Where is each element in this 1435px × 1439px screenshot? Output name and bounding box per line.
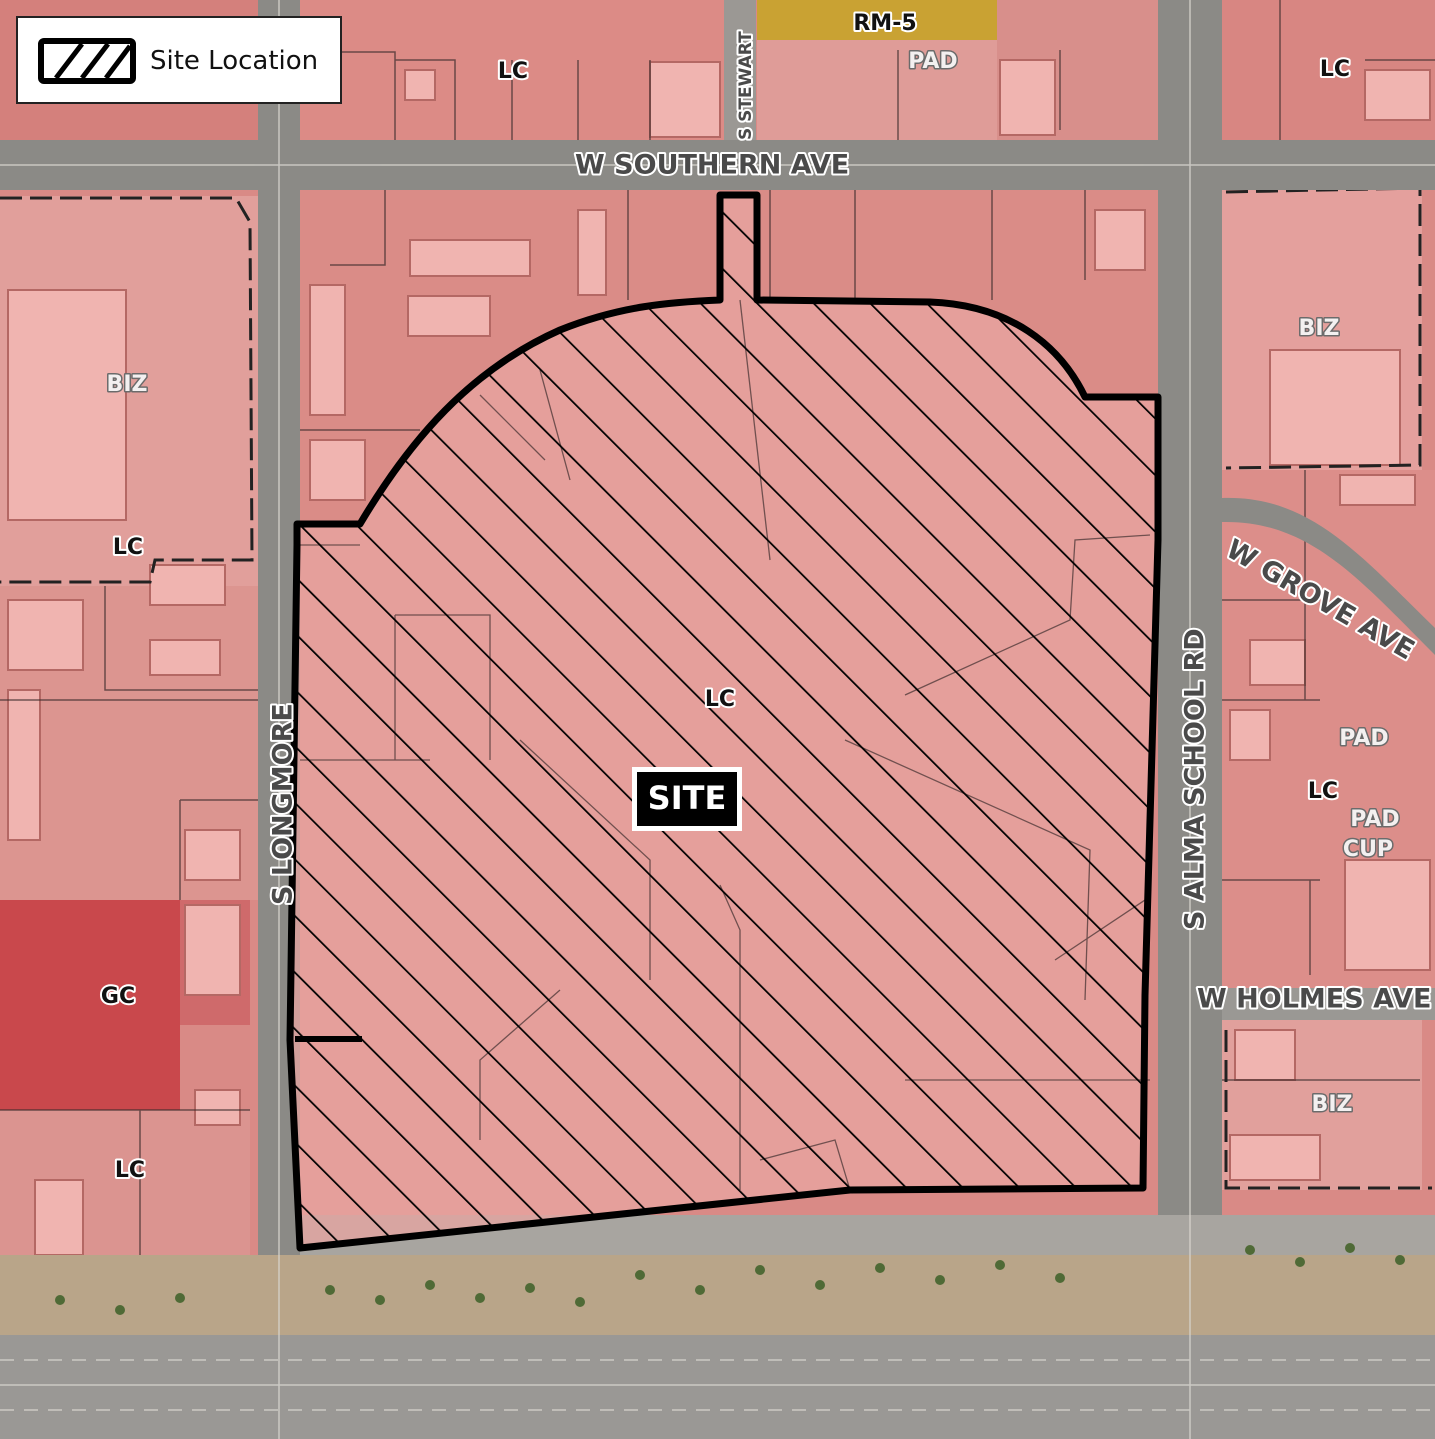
street-label-s-alma-school-rd: S ALMA SCHOOL RD [1180,628,1211,930]
zone-label: BIZ [107,372,148,397]
zone-label: PAD [1350,807,1399,832]
w-holmes-ave-road [1222,988,1435,1020]
s-stewart-road [724,0,756,140]
parcel-lines [0,0,1435,1265]
zone-label: LC [498,59,528,84]
building-footprints [7,59,1431,1256]
street-label-w-southern-ave: W SOUTHERN AVE [575,150,849,181]
site-location-legend-swatch [38,38,136,84]
map-legend: Site Location [16,16,342,104]
zone-label: GC [101,984,135,1009]
street-label-w-holmes-ave: W HOLMES AVE [1197,984,1432,1015]
zone-label: LC [1320,57,1350,82]
zone-label: PAD [1339,726,1388,751]
site-parcel [286,191,1162,1252]
zoning-labels: RM-5 PAD LC LC BIZ LC BIZ LC PAD LC PAD … [99,9,1401,1185]
site-label-box: SITE [632,767,742,831]
street-label-s-stewart: S STEWART [736,31,756,140]
zone-label: LC [1308,779,1338,804]
legend-label: Site Location [150,46,319,76]
zone-label: LC [705,687,735,712]
site-label: SITE [648,779,727,817]
zone-label: LC [115,1158,145,1183]
zone-label: BIZ [1299,316,1340,341]
zone-label: BIZ [1312,1092,1353,1117]
median-trees [55,1243,1405,1315]
w-grove-ave-road [1222,497,1435,655]
zone-label: LC [113,535,143,560]
zone-label: CUP [1343,837,1393,862]
street-label-s-longmore: S LONGMORE [268,703,299,905]
freeway-median-greenery [0,1255,1435,1335]
zone-label: PAD [908,49,957,74]
zone-label: RM-5 [853,11,916,36]
site-hatch [290,195,1158,1248]
freeway [0,1335,1435,1439]
site-outline [286,191,1162,1252]
